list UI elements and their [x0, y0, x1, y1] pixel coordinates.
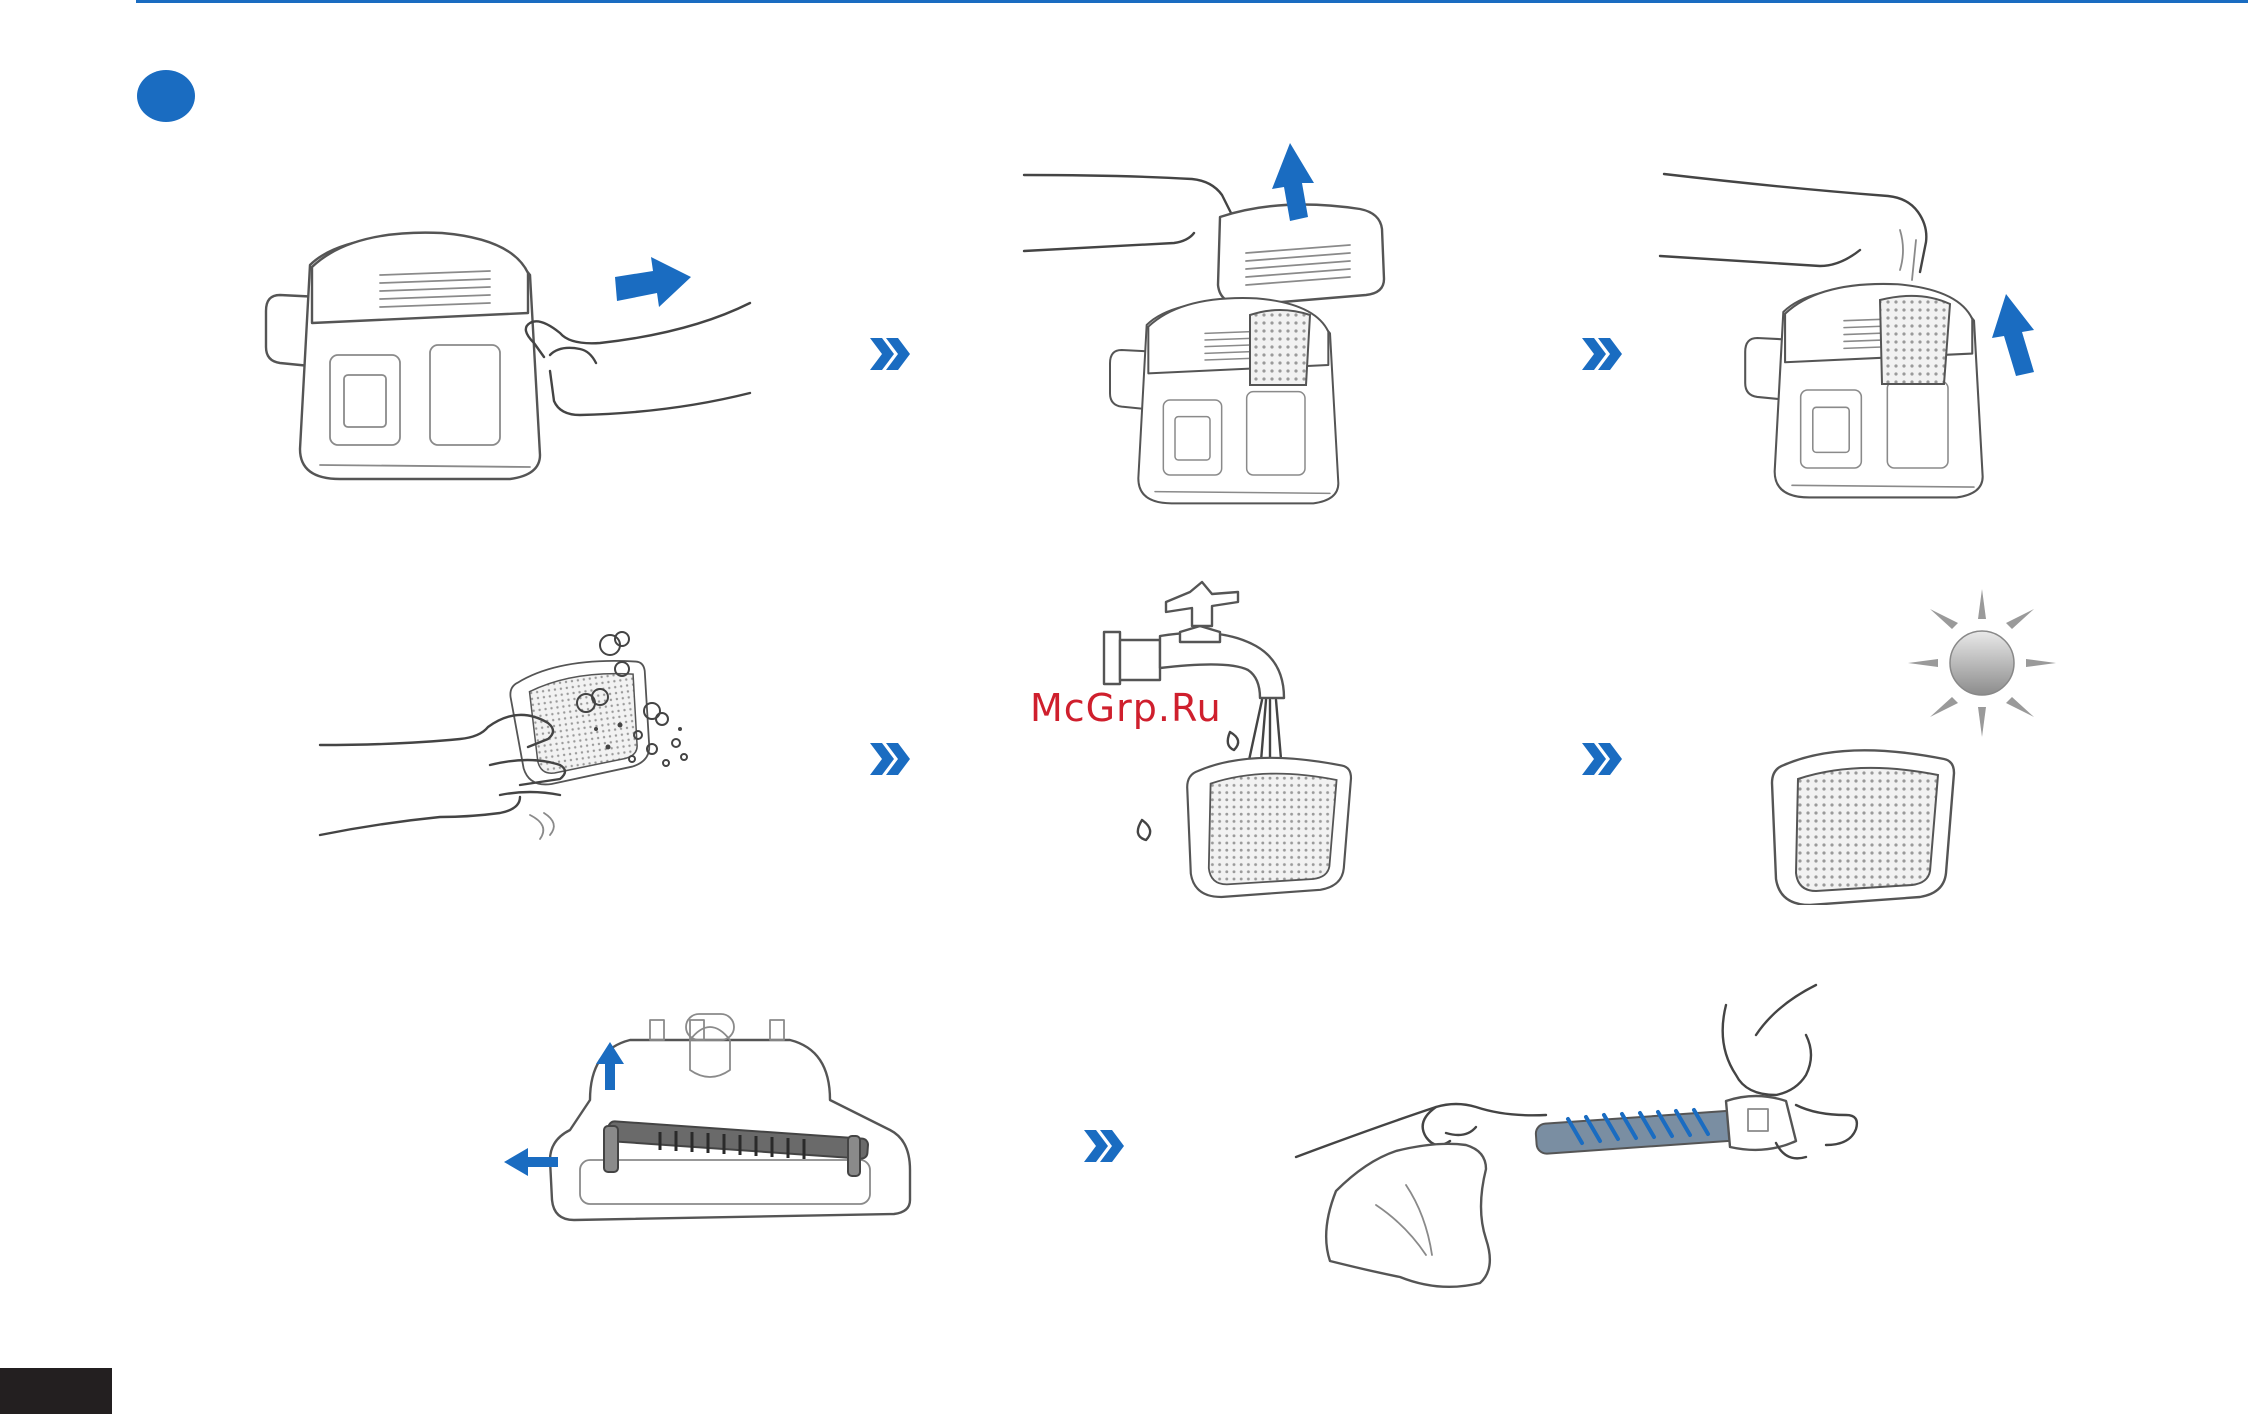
illustration-lift-cover [1020, 135, 1420, 525]
faucet-icon [1100, 582, 1380, 902]
remove-filter-icon [1660, 170, 2060, 520]
hand-press-icon [260, 205, 760, 505]
illustration-remove-filter [1660, 170, 2060, 520]
lift-cover-icon [1020, 135, 1420, 525]
watermark-text: McGrp.Ru [1030, 686, 1222, 730]
top-rule [136, 0, 2248, 3]
cloth-wipe-icon [1296, 985, 1856, 1310]
chevron-right-icon [1082, 1126, 1126, 1166]
sun-icon [1760, 585, 2060, 905]
chevron-right-icon [868, 334, 912, 374]
illustration-tap-out-dust [260, 625, 700, 850]
illustration-rinse-filter [1100, 582, 1380, 902]
illustration-dry-filter [1760, 585, 2060, 905]
step-number-badge [137, 70, 195, 122]
brush-head-icon [500, 1010, 920, 1230]
illustration-press-release-button [260, 205, 760, 505]
chevron-right-icon [1580, 334, 1624, 374]
chevron-right-icon [868, 739, 912, 779]
page-number-tab [0, 1368, 112, 1414]
tap-filter-icon [260, 625, 700, 850]
chevron-right-icon [1580, 739, 1624, 779]
illustration-remove-brush-roll [500, 1010, 920, 1230]
illustration-wipe-brush-roll [1296, 985, 1856, 1310]
